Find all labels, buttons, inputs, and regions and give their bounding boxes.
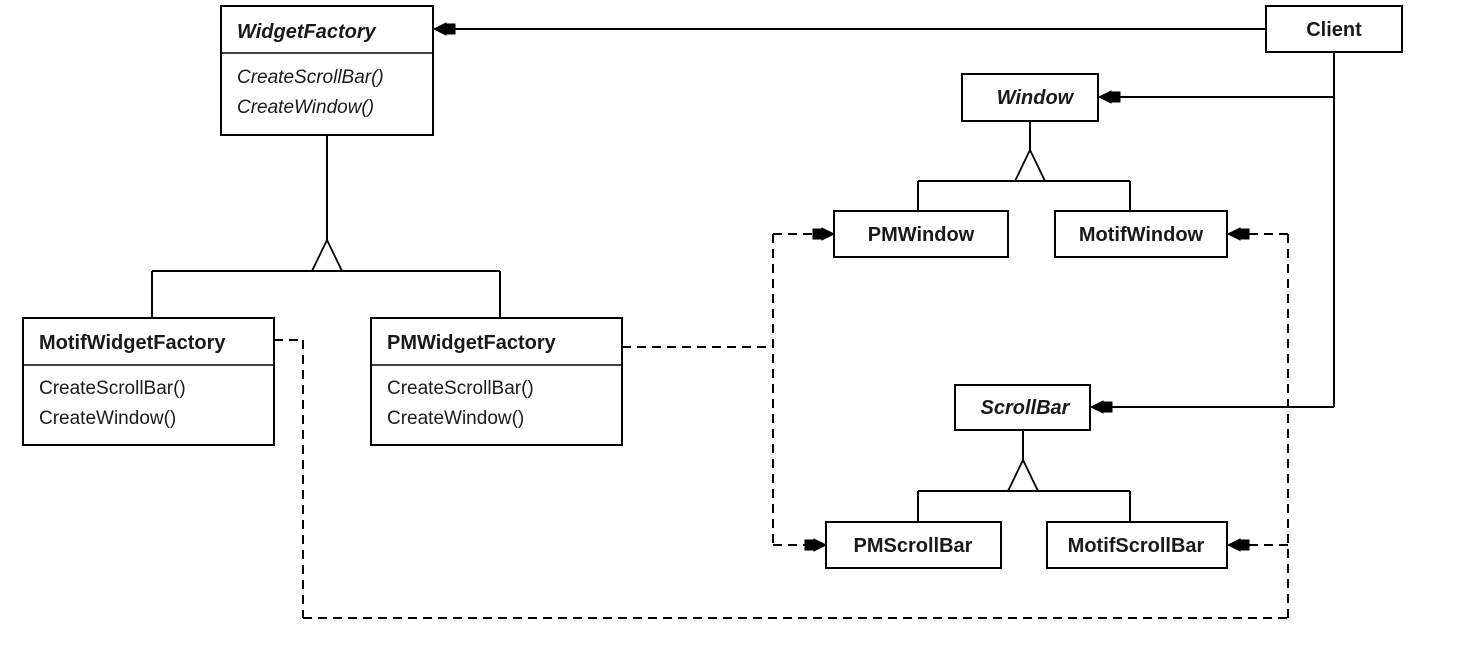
generalization-triangle bbox=[310, 237, 344, 272]
operation: CreateWindow() bbox=[237, 97, 374, 118]
operation: CreateScrollBar() bbox=[387, 378, 534, 399]
class-scroll-bar: ScrollBar bbox=[954, 384, 1091, 431]
generalization-triangle bbox=[1006, 457, 1040, 492]
class-name: PMWidgetFactory bbox=[387, 332, 557, 354]
arrowhead bbox=[432, 22, 447, 36]
arrowhead bbox=[1226, 227, 1241, 241]
inheritance-window bbox=[917, 121, 1131, 211]
arrowhead bbox=[821, 227, 836, 241]
class-motif-window: MotifWindow bbox=[1054, 210, 1228, 258]
creates-motif-products bbox=[274, 227, 1289, 619]
arrowhead bbox=[1226, 538, 1241, 552]
class-name: PMScrollBar bbox=[854, 535, 973, 557]
class-pm-widget-factory: PMWidgetFactory CreateScrollBar() Create… bbox=[370, 317, 623, 446]
class-name: MotifWindow bbox=[1079, 224, 1204, 246]
arrowhead bbox=[813, 538, 828, 552]
class-widget-factory: WidgetFactory CreateScrollBar() CreateWi… bbox=[220, 5, 434, 136]
class-client: Client bbox=[1265, 5, 1403, 53]
class-name: ScrollBar bbox=[981, 397, 1071, 419]
operation: CreateWindow() bbox=[387, 408, 524, 429]
inheritance-scroll-bar bbox=[917, 430, 1131, 522]
class-window: Window bbox=[961, 73, 1099, 122]
creates-pm-products bbox=[622, 227, 836, 552]
class-name: Window bbox=[997, 87, 1075, 109]
class-pm-window: PMWindow bbox=[833, 210, 1009, 258]
class-name: WidgetFactory bbox=[237, 21, 377, 43]
generalization-triangle bbox=[1013, 147, 1047, 182]
class-motif-widget-factory: MotifWidgetFactory CreateScrollBar() Cre… bbox=[22, 317, 275, 446]
association-client-window bbox=[1097, 52, 1335, 407]
class-name: Client bbox=[1306, 19, 1362, 41]
class-name: MotifWidgetFactory bbox=[39, 332, 226, 354]
arrowhead bbox=[1089, 400, 1104, 414]
class-pm-scroll-bar: PMScrollBar bbox=[825, 521, 1002, 569]
operation: CreateWindow() bbox=[39, 408, 176, 429]
association-client-scroll-bar bbox=[1089, 400, 1334, 414]
operation: CreateScrollBar() bbox=[39, 378, 186, 399]
class-name: MotifScrollBar bbox=[1068, 535, 1205, 557]
arrowhead bbox=[1097, 90, 1112, 104]
operation: CreateScrollBar() bbox=[237, 67, 384, 88]
inheritance-widget-factory bbox=[151, 135, 501, 318]
class-name: PMWindow bbox=[868, 224, 975, 246]
association-client-widget-factory bbox=[432, 22, 1266, 36]
class-motif-scroll-bar: MotifScrollBar bbox=[1046, 521, 1228, 569]
